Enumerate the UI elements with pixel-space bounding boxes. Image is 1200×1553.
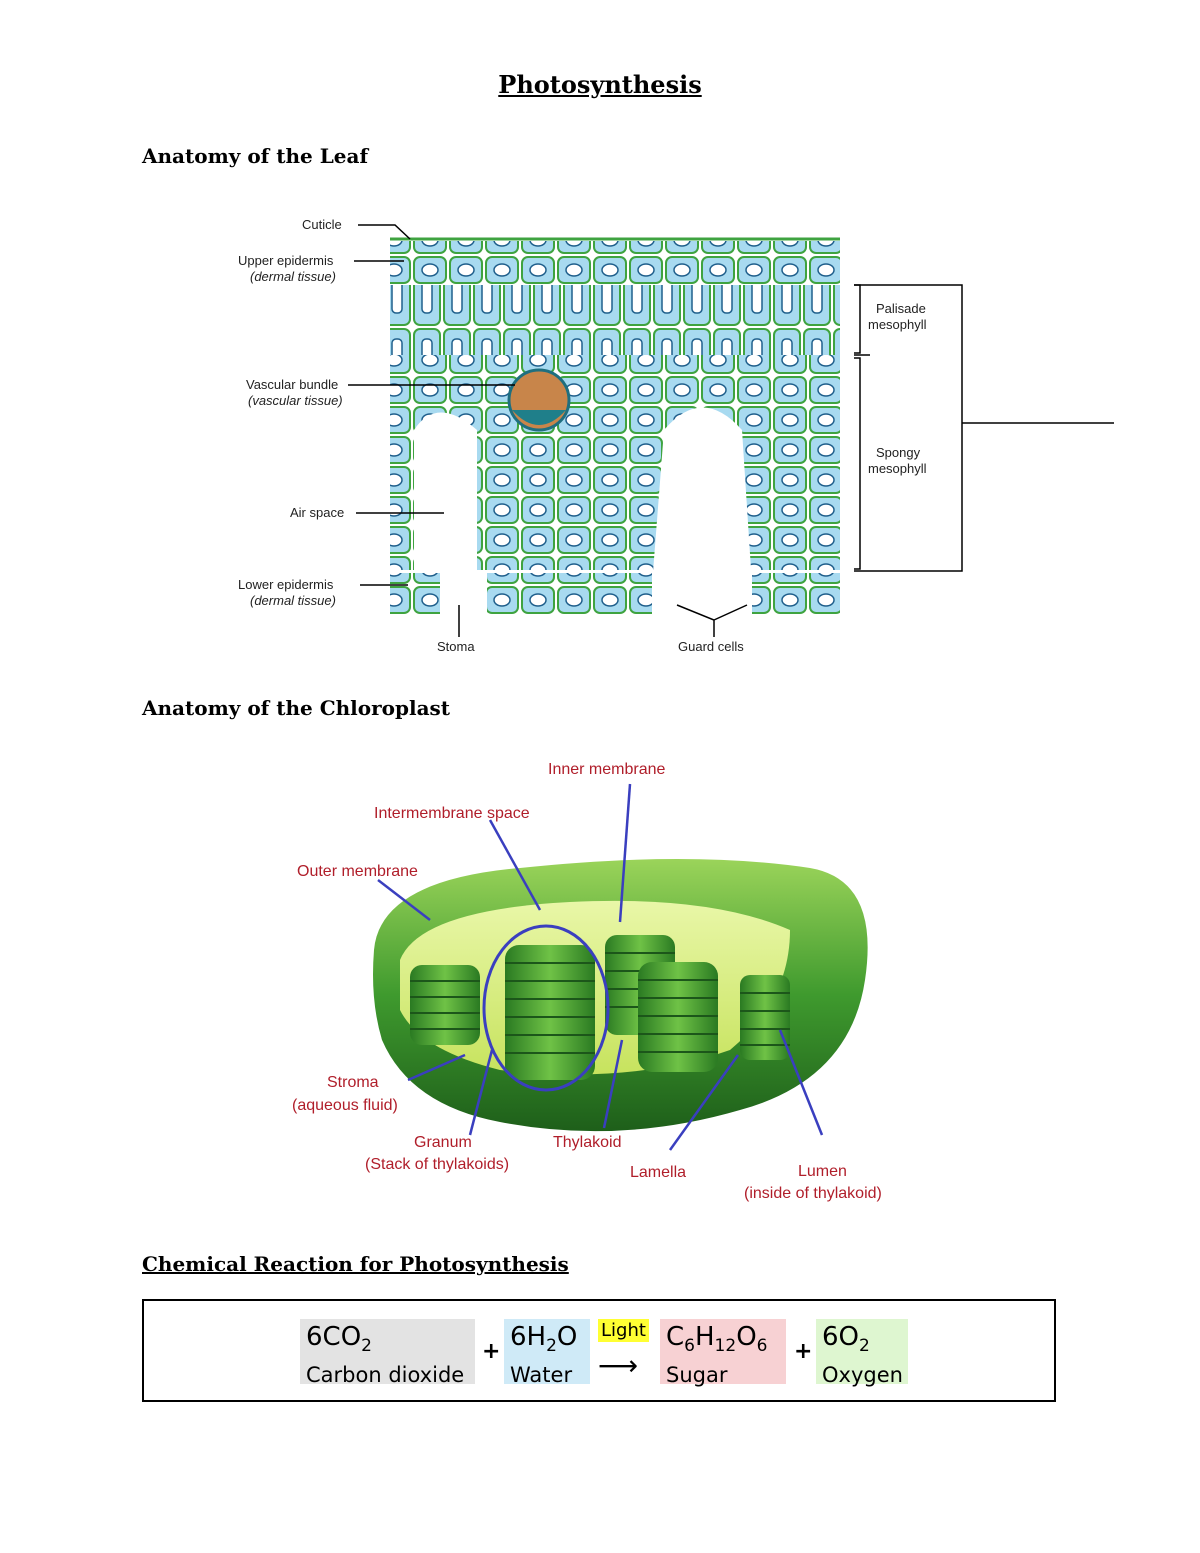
granum-stacks [410,935,790,1080]
upper-epidermis-cells [390,241,840,285]
label-outer-membrane: Outer membrane [297,863,418,880]
light-label: Light [598,1319,649,1342]
chloroplast-diagram: Inner membrane Intermembrane space Outer… [292,761,882,1202]
term-carbon-dioxide: 6CO2 Carbon dioxide [300,1319,475,1387]
leaf-diagram: Cuticle Upper epidermis (dermal tissue) … [238,217,1114,654]
label-vascular-bundle: Vascular bundle [246,377,338,392]
plus-sign-2: + [794,1339,813,1364]
label-thylakoid: Thylakoid [553,1134,621,1151]
air-space-left [414,412,477,570]
label-palisade-1: Palisade [876,301,926,316]
label-spongy-2: mesophyll [868,461,927,476]
label-lower-epidermis: Lower epidermis [238,577,334,592]
granum-highlight [482,924,610,1092]
label-lumen-sub: (inside of thylakoid) [744,1185,882,1202]
term-name-water: Water [510,1363,573,1388]
section-heading-leaf: Anatomy of the Leaf [142,144,369,168]
label-guard-cells: Guard cells [678,639,744,654]
label-air-space: Air space [290,505,344,520]
section-heading-reaction: Chemical Reaction for Photosynthesis [142,1252,569,1276]
label-cuticle: Cuticle [302,217,342,232]
term-name-oxygen: Oxygen [822,1363,903,1388]
label-spongy-1: Spongy [876,445,921,460]
label-upper-epidermis-sub: (dermal tissue) [250,269,336,284]
label-stroma-sub: (aqueous fluid) [292,1097,398,1114]
term-oxygen: 6O2 Oxygen [816,1319,908,1387]
label-vascular-bundle-sub: (vascular tissue) [248,393,343,408]
air-space-right [652,407,752,585]
reaction-arrow: ⟶ [598,1349,639,1382]
label-inner-membrane: Inner membrane [548,761,665,778]
term-water: 6H2O Water [504,1319,590,1387]
term-name-co2: Carbon dioxide [306,1363,465,1388]
label-upper-epidermis: Upper epidermis [238,253,334,268]
lower-epidermis-cells [487,573,652,615]
label-lumen: Lumen [798,1163,847,1180]
label-lamella: Lamella [630,1164,686,1181]
section-heading-chloroplast: Anatomy of the Chloroplast [142,696,451,720]
page-title: Photosynthesis [498,70,702,99]
label-stoma: Stoma [437,639,475,654]
term-name-sugar: Sugar [666,1363,728,1388]
palisade-cells [390,285,840,355]
label-stroma: Stroma [327,1074,379,1091]
label-palisade-2: mesophyll [868,317,927,332]
label-lower-epidermis-sub: (dermal tissue) [250,593,336,608]
equation-box: 6CO2 Carbon dioxide + 6H2O Water Light ⟶… [142,1299,1056,1402]
label-intermembrane-space: Intermembrane space [374,805,530,822]
plus-sign-1: + [482,1339,501,1364]
term-sugar: C6H12O6 Sugar [660,1319,786,1387]
label-granum: Granum [414,1134,472,1151]
label-granum-sub: (Stack of thylakoids) [365,1156,509,1173]
